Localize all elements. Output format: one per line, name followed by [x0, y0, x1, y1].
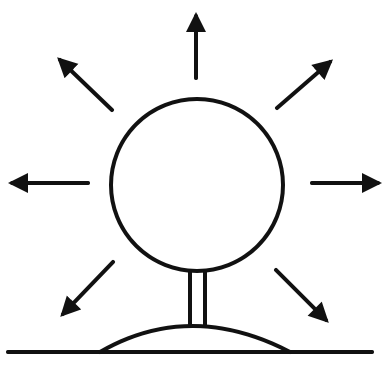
arrow-up-right-icon: [277, 62, 330, 108]
arrow-down-left-icon: [63, 262, 113, 314]
arrows-group: [12, 16, 378, 320]
stem-icon: [190, 272, 205, 325]
sphere-icon: [111, 99, 283, 271]
arrow-up-left-icon: [60, 60, 112, 110]
mound-icon: [100, 326, 290, 352]
arrow-down-right-icon: [276, 270, 326, 320]
